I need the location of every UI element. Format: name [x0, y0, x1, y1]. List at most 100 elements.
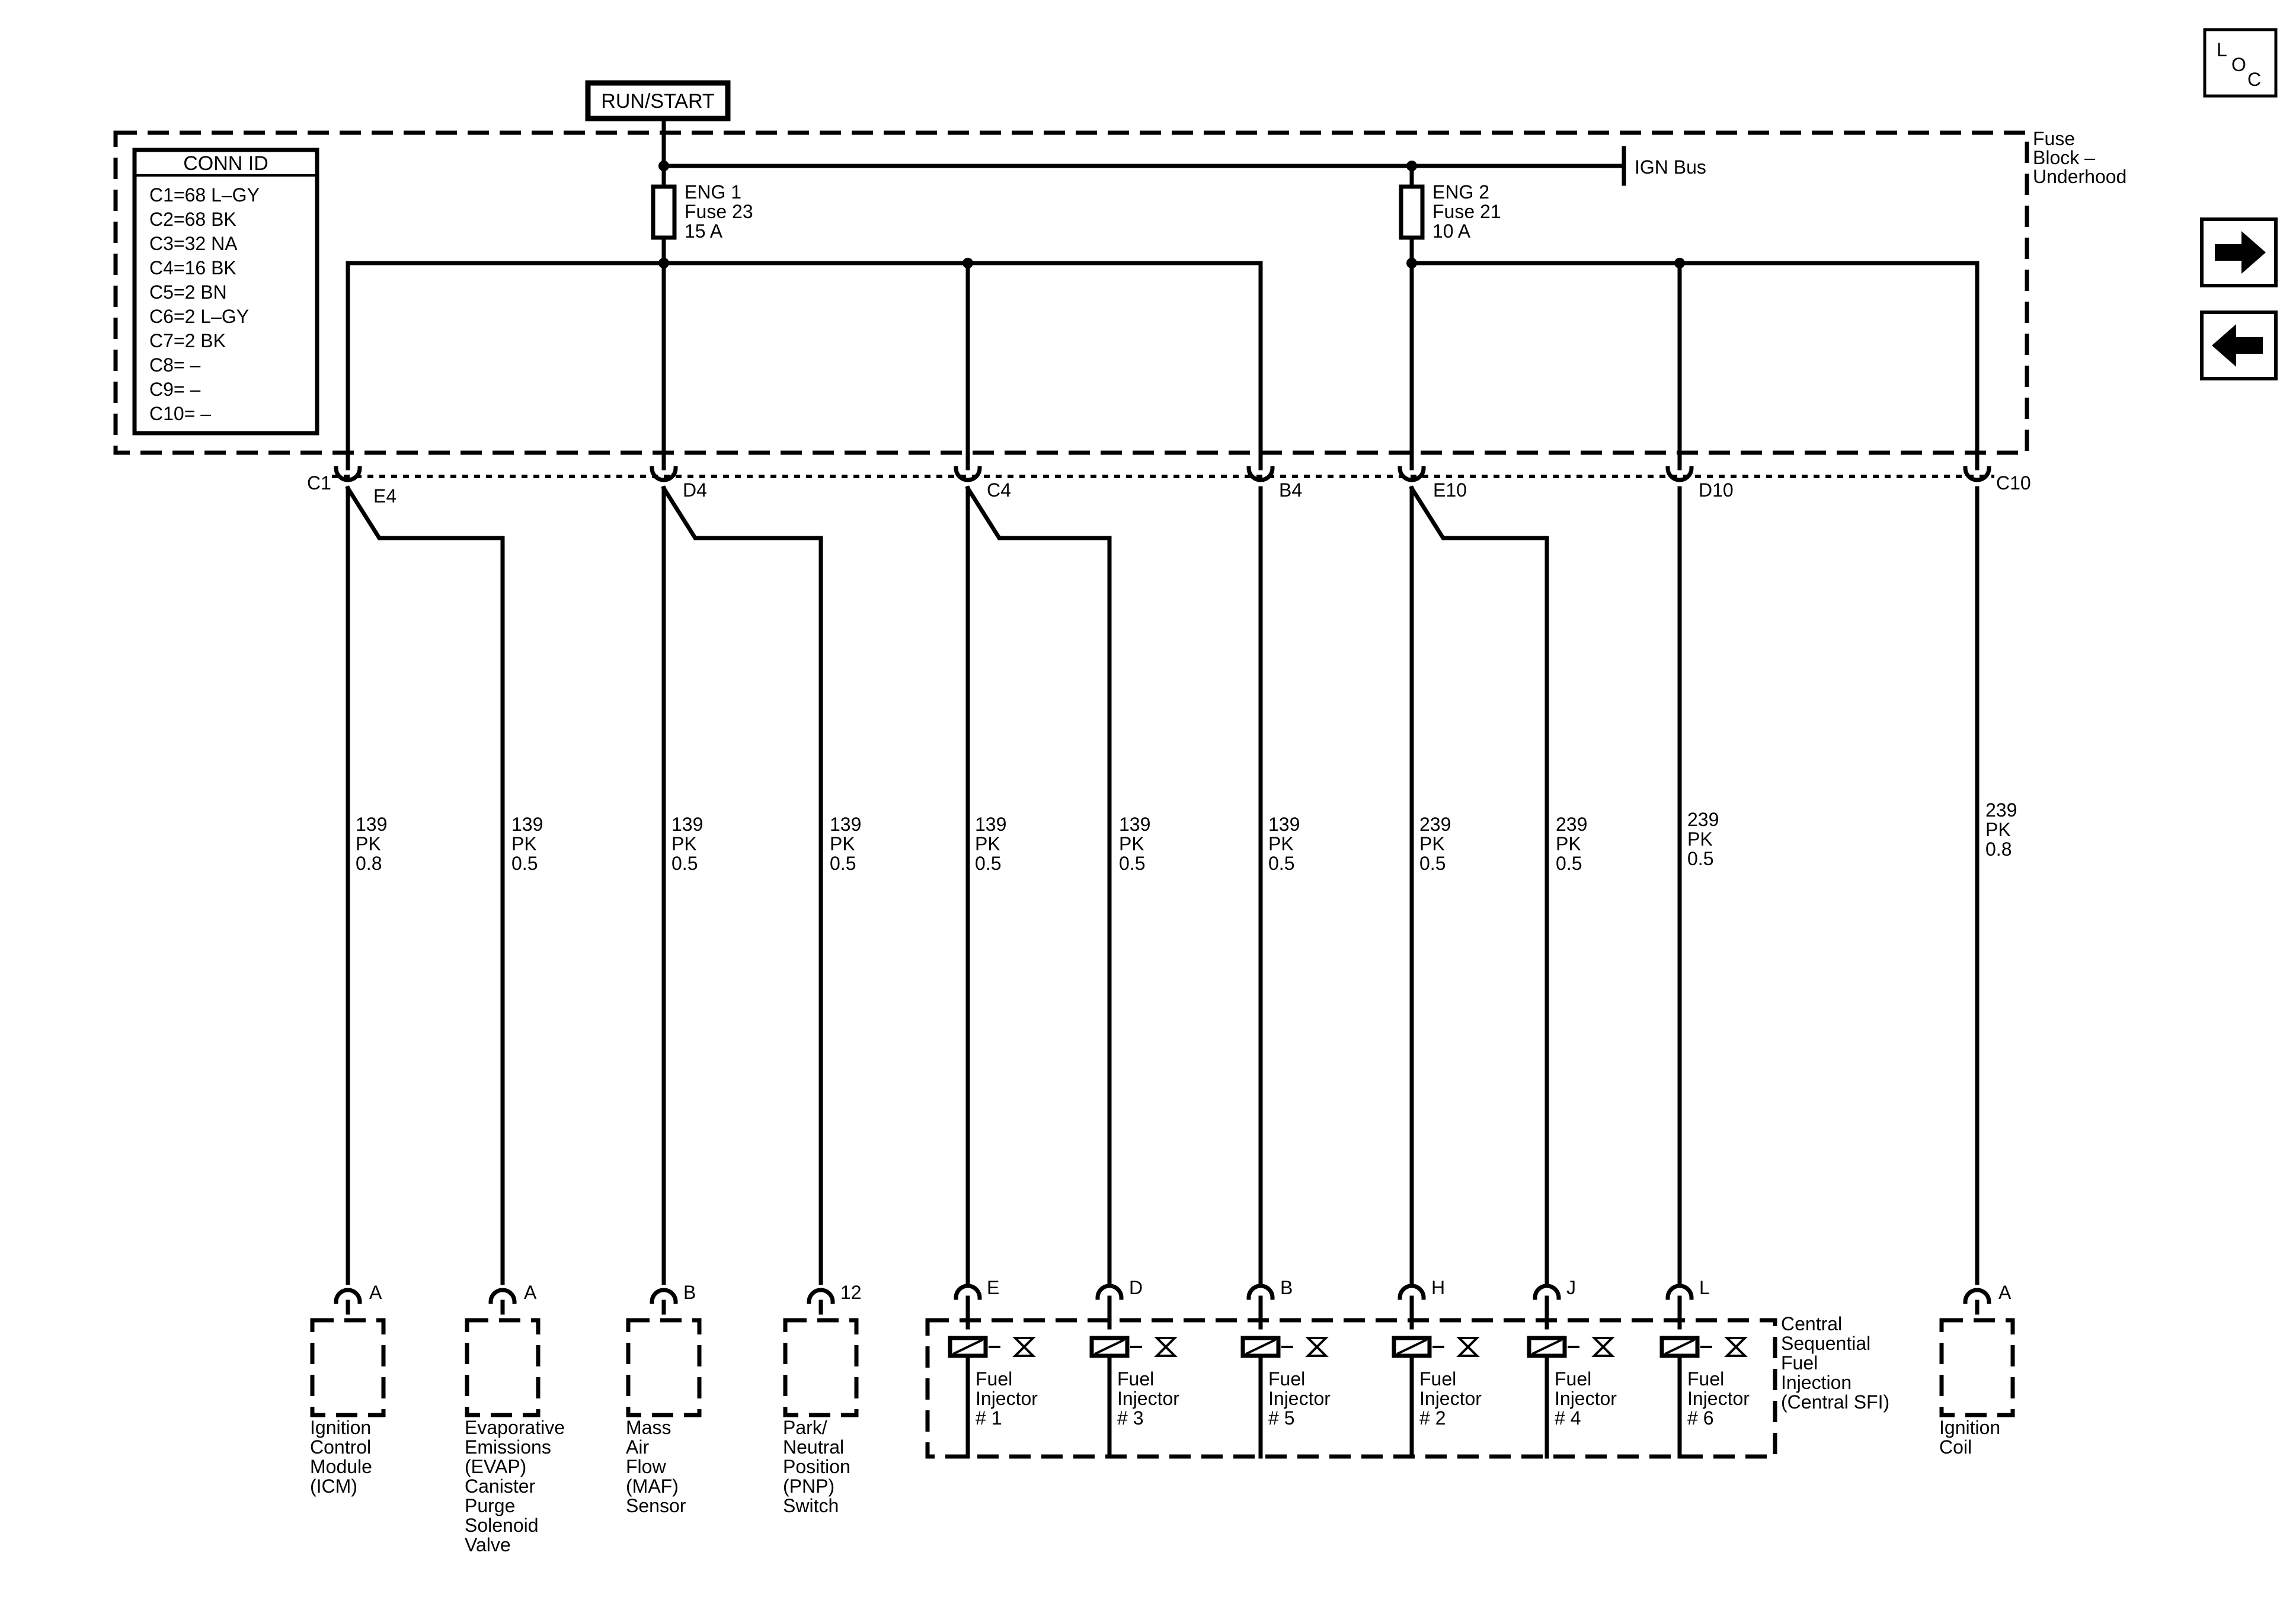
pin-label: 12 — [840, 1282, 862, 1303]
pnp-switch-box — [783, 1318, 859, 1417]
svg-text:# 4: # 4 — [1555, 1407, 1581, 1429]
connector-label-c1: C1 — [307, 472, 331, 494]
pin-label: D — [1129, 1277, 1143, 1298]
svg-text:O: O — [2231, 54, 2246, 75]
conn-id-row: C1=68 L–GY — [149, 184, 260, 206]
svg-text:PK: PK — [356, 833, 381, 854]
evap-canister-purge-solenoid-box — [465, 1318, 541, 1417]
svg-text:Ignition: Ignition — [310, 1417, 371, 1438]
fuel-injector-symbol — [1240, 1336, 1329, 1459]
fuse-block-label-3: Underhood — [2033, 166, 2126, 187]
connector-label-e10: E10 — [1433, 479, 1467, 501]
fuel-injector-label: Fuel Injector # 2 — [1419, 1368, 1482, 1429]
svg-text:L: L — [2217, 39, 2227, 60]
fuse-eng2-rating: 10 A — [1432, 220, 1471, 242]
pin-label: L — [1699, 1277, 1710, 1298]
svg-text:Coil: Coil — [1939, 1436, 1972, 1458]
fuel-injector-symbol — [1089, 1336, 1178, 1459]
svg-text:Neutral: Neutral — [783, 1436, 844, 1458]
conn-id-row: C3=32 NA — [149, 233, 238, 254]
fuse-eng2-number: Fuse 21 — [1432, 201, 1501, 222]
loc-icon[interactable]: L O C — [2203, 28, 2278, 98]
conn-id-row: C4=16 BK — [149, 257, 236, 279]
central-sfi-label: Central Sequential Fuel Injection (Centr… — [1781, 1313, 1889, 1413]
run-start-label: RUN/START — [601, 90, 714, 113]
component-label: Ignition Control Module (ICM) — [310, 1417, 372, 1497]
svg-text:0.5: 0.5 — [830, 853, 856, 874]
fuse-eng2-name: ENG 2 — [1432, 181, 1489, 203]
pin-label: A — [524, 1282, 537, 1303]
svg-text:0.5: 0.5 — [975, 853, 1001, 874]
svg-text:0.5: 0.5 — [671, 853, 698, 874]
fuse-eng1 — [651, 184, 677, 240]
svg-text:0.8: 0.8 — [356, 853, 382, 874]
conn-id-table: CONN ID C1=68 L–GY C2=68 BK C3=32 NA C4=… — [132, 148, 319, 436]
component-label: Evaporative Emissions (EVAP) Canister Pu… — [465, 1417, 565, 1555]
pin-label: A — [1998, 1282, 2012, 1303]
fuse-block-label-1: Fuse — [2033, 128, 2075, 149]
svg-text:Sensor: Sensor — [626, 1495, 686, 1516]
svg-text:# 5: # 5 — [1268, 1407, 1294, 1429]
fuel-injector-label: Fuel Injector # 1 — [976, 1368, 1038, 1429]
svg-text:PK: PK — [1985, 819, 2011, 840]
svg-text:139: 139 — [671, 814, 703, 835]
svg-text:PK: PK — [830, 833, 855, 854]
ign-bus-label: IGN Bus — [1635, 156, 1706, 178]
connector-terminals — [334, 466, 1991, 482]
fuse-eng1-number: Fuse 23 — [685, 201, 753, 222]
conn-id-title: CONN ID — [183, 152, 268, 175]
svg-text:Purge: Purge — [465, 1495, 515, 1516]
svg-text:0.5: 0.5 — [1556, 853, 1582, 874]
fuse-block-outline — [113, 130, 2029, 455]
fuse-block-label-2: Block – — [2033, 147, 2095, 168]
fuel-injector-label: Fuel Injector # 5 — [1268, 1368, 1331, 1429]
svg-text:(ICM): (ICM) — [310, 1475, 357, 1497]
svg-text:(Central SFI): (Central SFI) — [1781, 1391, 1889, 1413]
fuel-injector-symbol — [1527, 1336, 1615, 1459]
svg-text:Central: Central — [1781, 1313, 1842, 1334]
connector-label-c4: C4 — [987, 479, 1011, 501]
svg-text:Injector: Injector — [1419, 1388, 1482, 1409]
svg-text:# 6: # 6 — [1687, 1407, 1713, 1429]
fuse-eng1-name: ENG 1 — [685, 181, 741, 203]
svg-text:Injector: Injector — [976, 1388, 1038, 1409]
svg-text:Valve: Valve — [465, 1534, 511, 1555]
fuel-injector-symbol — [948, 1336, 1036, 1459]
svg-text:PK: PK — [975, 833, 1000, 854]
ignition-control-module-box — [310, 1318, 386, 1417]
svg-text:PK: PK — [1268, 833, 1294, 854]
svg-text:# 2: # 2 — [1419, 1407, 1446, 1429]
right-arrow-icon[interactable] — [2200, 217, 2278, 287]
svg-text:0.8: 0.8 — [1985, 838, 2012, 860]
svg-text:Fuel: Fuel — [1268, 1368, 1305, 1390]
conn-id-row: C2=68 BK — [149, 209, 236, 230]
power-bus — [346, 119, 1980, 470]
svg-text:(MAF): (MAF) — [626, 1475, 679, 1497]
svg-text:Injector: Injector — [1555, 1388, 1617, 1409]
svg-text:139: 139 — [356, 814, 387, 835]
svg-text:Module: Module — [310, 1456, 372, 1477]
svg-text:Solenoid: Solenoid — [465, 1515, 539, 1536]
conn-id-row: C7=2 BK — [149, 330, 226, 351]
left-arrow-icon[interactable] — [2200, 311, 2278, 380]
harness-wires — [345, 485, 1980, 1285]
connector-label-d10: D10 — [1699, 479, 1734, 501]
svg-text:Fuel: Fuel — [1687, 1368, 1724, 1390]
component-label: Mass Air Flow (MAF) Sensor — [626, 1417, 686, 1516]
svg-text:239: 239 — [1556, 814, 1587, 835]
svg-text:# 3: # 3 — [1117, 1407, 1143, 1429]
svg-text:PK: PK — [671, 833, 697, 854]
pin-label: B — [1280, 1277, 1293, 1298]
svg-text:PK: PK — [511, 833, 537, 854]
svg-text:PK: PK — [1687, 828, 1713, 850]
fuel-injector-label: Fuel Injector # 6 — [1687, 1368, 1750, 1429]
svg-text:139: 139 — [975, 814, 1006, 835]
component-label: Ignition Coil — [1939, 1417, 2000, 1458]
